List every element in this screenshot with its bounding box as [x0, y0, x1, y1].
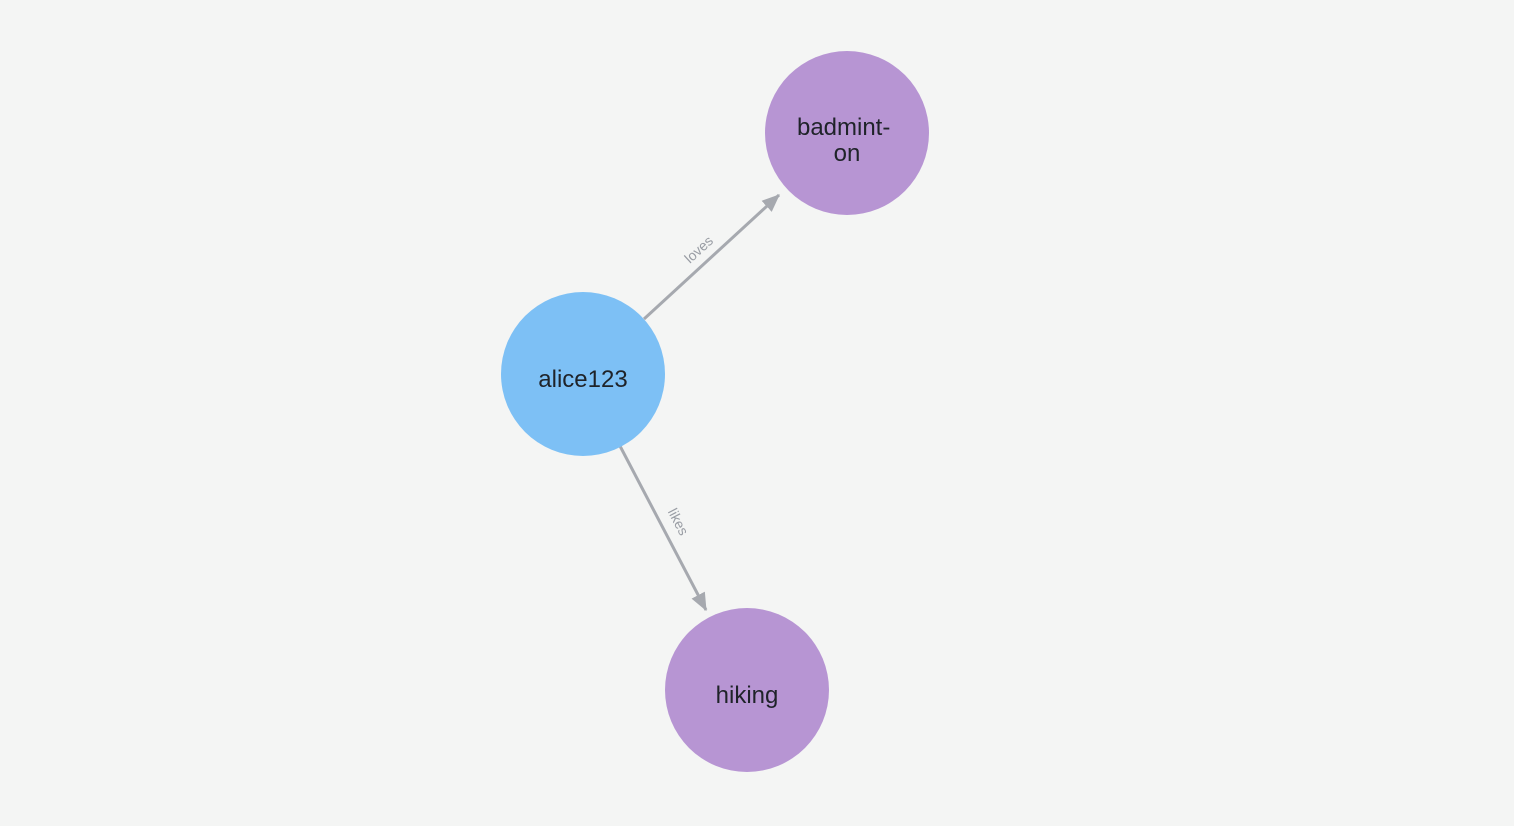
node-hiking[interactable]: hiking — [665, 608, 829, 772]
node-alice123-circle[interactable] — [501, 292, 665, 456]
node-alice123[interactable]: alice123 — [501, 292, 665, 456]
node-hiking-circle[interactable] — [665, 608, 829, 772]
node-badminton[interactable]: badmint- on — [765, 51, 929, 215]
edge-loves[interactable] — [642, 193, 781, 321]
edge-likes[interactable] — [618, 445, 708, 612]
node-badminton-circle[interactable] — [765, 51, 929, 215]
